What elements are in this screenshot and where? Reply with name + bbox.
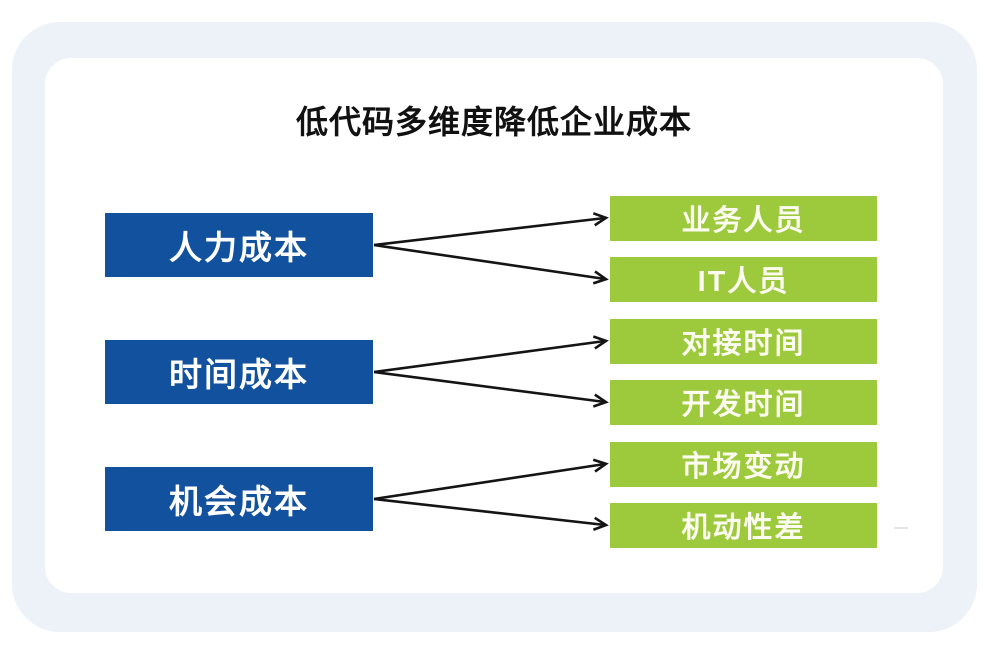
target-box-market-change: 市场变动 bbox=[610, 441, 877, 487]
watermark-dash bbox=[894, 527, 908, 529]
target-box-development-time: 开发时间 bbox=[610, 379, 877, 425]
diagram-title: 低代码多维度降低企业成本 bbox=[295, 104, 692, 140]
target-box-business-staff: 业务人员 bbox=[610, 195, 877, 241]
source-box-time-cost: 时间成本 bbox=[105, 340, 373, 404]
target-box-it-staff: IT人员 bbox=[610, 256, 877, 302]
source-box-opportunity-cost: 机会成本 bbox=[105, 467, 373, 531]
source-box-human-cost: 人力成本 bbox=[105, 213, 373, 277]
target-box-integration-time: 对接时间 bbox=[610, 318, 877, 364]
target-box-poor-mobility: 机动性差 bbox=[610, 502, 877, 548]
